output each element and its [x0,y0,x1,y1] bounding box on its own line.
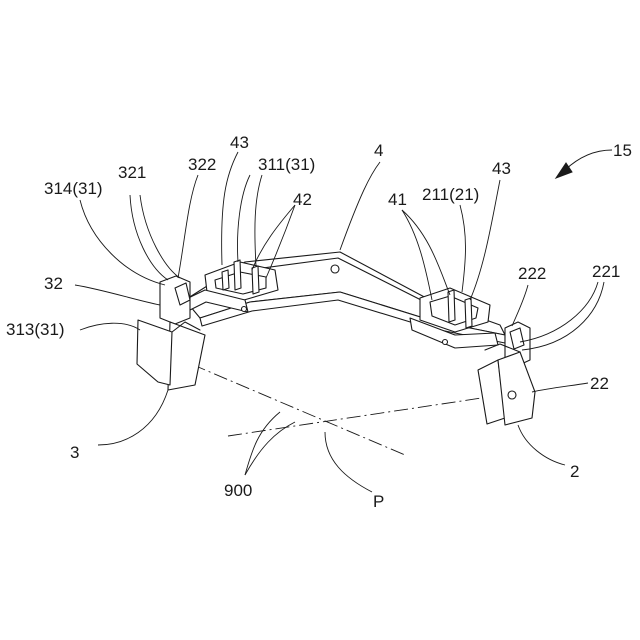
label-221: 221 [592,262,620,281]
axis-line-left [170,355,405,455]
right-blade-front [498,352,535,425]
leader-22 [532,383,588,392]
label-900: 900 [224,481,252,500]
label-P: P [373,492,384,511]
label-2: 2 [570,462,579,481]
arrow-15-icon [556,163,572,178]
leader-221b [522,282,604,350]
leader-311a [238,175,251,262]
leader-211 [460,205,466,292]
leader-41a [402,210,432,300]
label-22: 22 [590,374,609,393]
label-43-right: 43 [492,159,511,178]
label-311: 311(31) [258,155,315,174]
frame-hole [331,265,339,273]
left-blade-back [168,322,205,390]
label-32: 32 [44,274,63,293]
label-4: 4 [374,141,383,160]
leader-314 [80,200,165,285]
label-321: 321 [118,163,146,182]
right-blade-hole [508,391,516,399]
left-arm-hole [242,307,247,312]
leader-321a [130,195,168,280]
label-211: 211(21) [422,185,479,204]
left-blade-front [137,320,172,385]
label-43-left: 43 [230,133,249,152]
leader-43a [222,152,238,265]
label-15: 15 [613,141,632,160]
left-pin-small [222,270,229,290]
label-3: 3 [70,443,79,462]
label-42: 42 [293,190,312,209]
leader-15 [565,150,612,170]
leader-4 [340,162,380,250]
leader-2 [518,425,565,465]
label-313: 313(31) [6,320,65,339]
leader-222 [512,285,528,326]
axis-line-right [228,393,515,436]
right-pin-a [448,290,455,322]
label-322: 322 [188,155,216,174]
label-41: 41 [388,190,407,209]
leader-3 [98,390,168,445]
leader-322 [178,175,198,278]
leader-P [325,432,372,492]
left-pin-b [252,266,259,294]
right-arm-hole [443,340,448,345]
leader-221a [520,282,598,342]
label-314: 314(31) [44,179,103,198]
leader-321b [140,195,180,278]
label-222: 222 [518,264,546,283]
right-pin-b [465,298,472,328]
leader-32 [75,285,160,305]
left-pin-a [234,260,241,290]
leader-313 [80,323,140,330]
